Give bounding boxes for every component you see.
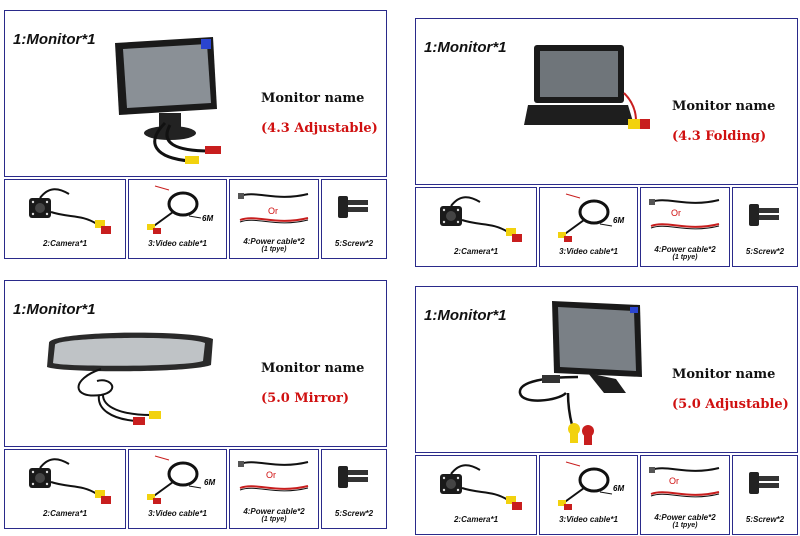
cable-length-label: 6M bbox=[202, 214, 214, 223]
camera-cell: 2:Camera*1 bbox=[4, 449, 126, 529]
camera-image bbox=[29, 188, 111, 234]
screw-cell: 5:Screw*2 bbox=[321, 449, 387, 529]
camera-image bbox=[440, 196, 522, 242]
video-cable-image bbox=[147, 455, 202, 504]
monitor-type-label: (4.3 Folding) bbox=[672, 129, 767, 144]
power-cable-label: 4:Power cable*2 bbox=[243, 507, 305, 516]
power-cable-cell: Or 4:Power cable*2 (1 tpye) bbox=[229, 449, 319, 529]
accessory-row: 2:Camera*1 6M 3:Video cable*1 Or 4:Pow bbox=[4, 179, 387, 259]
video-cable-cell: 6M 3:Video cable*1 bbox=[128, 179, 227, 259]
monitor-title: 1:Monitor*1 bbox=[424, 39, 507, 56]
monitor-name-label: Monitor name bbox=[672, 99, 776, 114]
camera-image bbox=[440, 464, 522, 510]
or-label: Or bbox=[268, 206, 278, 216]
video-cable-cell: 6M 3:Video cable*1 bbox=[128, 449, 227, 529]
cable-length-label: 6M bbox=[613, 216, 625, 225]
accessory-row: 2:Camera*1 6M 3:Video cable*1 Or 4:Pow bbox=[415, 187, 798, 267]
power-cable-note: (1 tpye) bbox=[261, 516, 287, 523]
package-panel-5-0-adjustable: 1:Monitor*1 Monitor name (5.0 Adjustable… bbox=[415, 286, 798, 536]
power-cable-note: (1 tpye) bbox=[672, 254, 698, 261]
monitor-box: 1:Monitor*1 Monitor name (4.3 Folding) bbox=[415, 18, 798, 185]
video-cable-image bbox=[558, 461, 613, 510]
monitor-type-label: (5.0 Adjustable) bbox=[672, 397, 789, 412]
monitor-box: 1:Monitor*1 Monitor name (5.0 Adjustable… bbox=[415, 286, 798, 453]
screw-label: 5:Screw*2 bbox=[745, 247, 785, 256]
cable-length-label: 6M bbox=[204, 478, 216, 487]
cable-length-label: 6M bbox=[613, 484, 625, 493]
camera-label: 2:Camera*1 bbox=[42, 509, 88, 518]
screw-image bbox=[338, 196, 368, 218]
screw-image bbox=[749, 472, 779, 494]
video-cable-image bbox=[147, 185, 202, 234]
monitor-adjustable-image bbox=[115, 37, 221, 164]
monitor-mirror-image bbox=[47, 332, 213, 425]
video-cable-label: 3:Video cable*1 bbox=[559, 515, 618, 524]
video-cable-label: 3:Video cable*1 bbox=[148, 239, 207, 248]
screw-cell: 5:Screw*2 bbox=[732, 187, 798, 267]
monitor-title: 1:Monitor*1 bbox=[13, 301, 96, 318]
screw-label: 5:Screw*2 bbox=[334, 509, 374, 518]
screw-image bbox=[749, 204, 779, 226]
camera-image bbox=[29, 458, 111, 504]
camera-cell: 2:Camera*1 bbox=[415, 455, 537, 535]
monitor-folding-image bbox=[524, 45, 650, 129]
video-cable-cell: 6M 3:Video cable*1 bbox=[539, 455, 638, 535]
monitor-box: 1:Monitor*1 Monitor name (5.0 Mirror) bbox=[4, 280, 387, 447]
screw-cell: 5:Screw*2 bbox=[321, 179, 387, 259]
accessory-row: 2:Camera*1 6M 3:Video cable*1 Or 4:Pow bbox=[415, 455, 798, 535]
camera-label: 2:Camera*1 bbox=[42, 239, 88, 248]
video-cable-image bbox=[558, 193, 613, 242]
camera-label: 2:Camera*1 bbox=[453, 515, 499, 524]
monitor-5-adjustable-image bbox=[518, 301, 642, 445]
or-label: Or bbox=[266, 470, 276, 480]
monitor-name-label: Monitor name bbox=[261, 91, 365, 106]
power-cable-cell: Or 4:Power cable*2 (1 tpye) bbox=[229, 179, 319, 259]
package-panel-5-0-mirror: 1:Monitor*1 Monitor name (5.0 Mirror) bbox=[4, 280, 387, 530]
camera-label: 2:Camera*1 bbox=[453, 247, 499, 256]
power-cable-image bbox=[238, 193, 309, 224]
power-cable-cell: Or 4:Power cable*2 (1 tpye) bbox=[640, 187, 730, 267]
or-label: Or bbox=[671, 208, 681, 218]
screw-label: 5:Screw*2 bbox=[334, 239, 374, 248]
power-cable-cell: Or 4:Power cable*2 (1 tpye) bbox=[640, 455, 730, 535]
power-cable-note: (1 tpye) bbox=[261, 246, 287, 253]
screw-label: 5:Screw*2 bbox=[745, 515, 785, 524]
video-cable-cell: 6M 3:Video cable*1 bbox=[539, 187, 638, 267]
video-cable-label: 3:Video cable*1 bbox=[559, 247, 618, 256]
accessory-row: 2:Camera*1 6M 3:Video cable*1 Or 4:Pow bbox=[4, 449, 387, 529]
camera-cell: 2:Camera*1 bbox=[415, 187, 537, 267]
power-cable-image bbox=[649, 467, 720, 498]
camera-cell: 2:Camera*1 bbox=[4, 179, 126, 259]
power-cable-label: 4:Power cable*2 bbox=[243, 237, 305, 246]
screw-cell: 5:Screw*2 bbox=[732, 455, 798, 535]
power-cable-label: 4:Power cable*2 bbox=[654, 513, 716, 522]
monitor-box: 1:Monitor*1 Monitor name (4.3 Adjustable… bbox=[4, 10, 387, 177]
monitor-name-label: Monitor name bbox=[672, 367, 776, 382]
package-panel-4-3-adjustable: 1:Monitor*1 Monitor name (4.3 Adjustable… bbox=[4, 10, 387, 260]
screw-image bbox=[338, 466, 368, 488]
power-cable-image bbox=[238, 461, 309, 492]
power-cable-note: (1 tpye) bbox=[672, 522, 698, 529]
monitor-name-label: Monitor name bbox=[261, 361, 365, 376]
video-cable-label: 3:Video cable*1 bbox=[148, 509, 207, 518]
monitor-type-label: (5.0 Mirror) bbox=[261, 391, 349, 406]
monitor-title: 1:Monitor*1 bbox=[13, 31, 96, 48]
package-panel-4-3-folding: 1:Monitor*1 Monitor name (4.3 Folding) bbox=[415, 18, 798, 268]
monitor-title: 1:Monitor*1 bbox=[424, 307, 507, 324]
or-label: Or bbox=[669, 476, 679, 486]
power-cable-label: 4:Power cable*2 bbox=[654, 245, 716, 254]
monitor-type-label: (4.3 Adjustable) bbox=[261, 121, 378, 136]
power-cable-image bbox=[649, 199, 720, 230]
